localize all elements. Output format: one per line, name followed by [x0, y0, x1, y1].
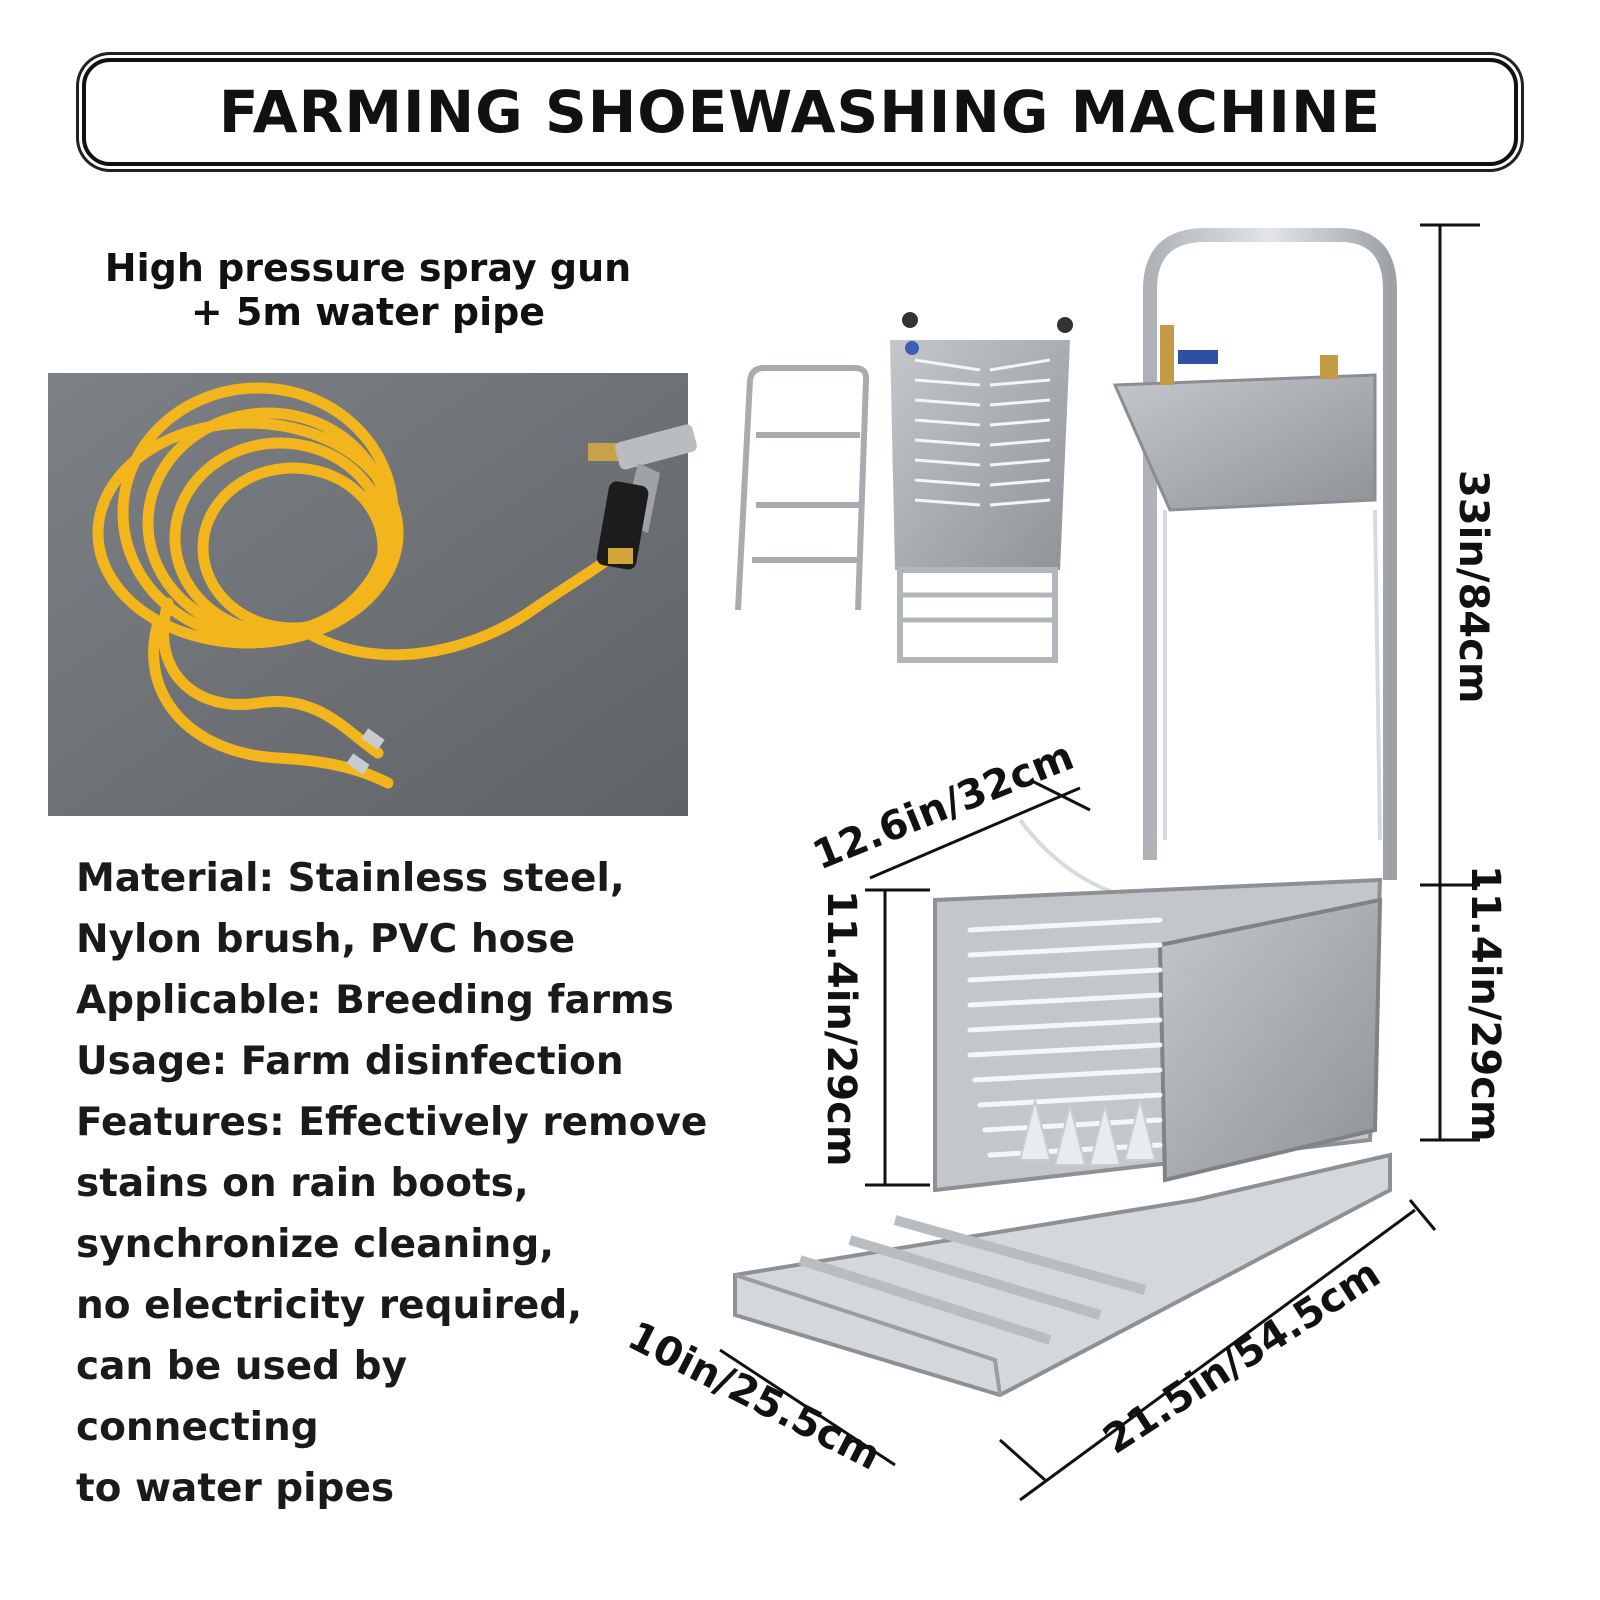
- spec-line: connecting: [76, 1405, 319, 1450]
- spec-line: no electricity required,: [76, 1283, 583, 1328]
- title-banner: FARMING SHOEWASHING MACHINE: [82, 58, 1518, 166]
- spray-caption-line-2: + 5m water pipe: [190, 290, 546, 334]
- machine-illustration: 33in/84cm 11.4in/29cm 11.4in/29cm 12.6in…: [620, 223, 1508, 1502]
- spray-caption-line-1: High pressure spray gun: [104, 246, 632, 290]
- spec-line: to water pipes: [76, 1466, 395, 1511]
- dim-box-height-left: 11.4in/29cm: [818, 890, 864, 1167]
- spec-line: Features: Effectively remove: [76, 1100, 708, 1145]
- brush-unit-thumbnail: [890, 312, 1073, 663]
- spec-line: synchronize cleaning,: [76, 1222, 555, 1267]
- folded-frame-thumbnail: [735, 365, 870, 611]
- handle-frame: [1143, 228, 1397, 880]
- page-title: FARMING SHOEWASHING MACHINE: [218, 78, 1382, 146]
- spec-line: Usage: Farm disinfection: [76, 1039, 624, 1084]
- spec-line: stains on rain boots,: [76, 1161, 529, 1206]
- brush-box: [933, 877, 1383, 1193]
- hose-spray-gun-photo: [48, 373, 697, 816]
- spray-gun: [588, 424, 697, 570]
- spec-line: Applicable: Breeding farms: [76, 978, 674, 1023]
- spec-line: can be used by: [76, 1344, 407, 1389]
- hose-illustration: [48, 373, 697, 816]
- spray-gun-caption: High pressure spray gun + 5m water pipe: [48, 246, 688, 334]
- spec-line: Nylon brush, PVC hose: [76, 917, 576, 962]
- base-platform: [733, 1152, 1392, 1398]
- dim-box-height-right: 11.4in/29cm: [1462, 865, 1508, 1142]
- machine-diagram: 33in/84cm 11.4in/29cm 11.4in/29cm 12.6in…: [620, 200, 1600, 1600]
- dim-height-total: 33in/84cm: [1450, 470, 1496, 704]
- spec-line: Material: Stainless steel,: [76, 856, 625, 901]
- specifications-list: Material: Stainless steel, Nylon brush, …: [76, 848, 756, 1519]
- water-tank: [1112, 325, 1377, 512]
